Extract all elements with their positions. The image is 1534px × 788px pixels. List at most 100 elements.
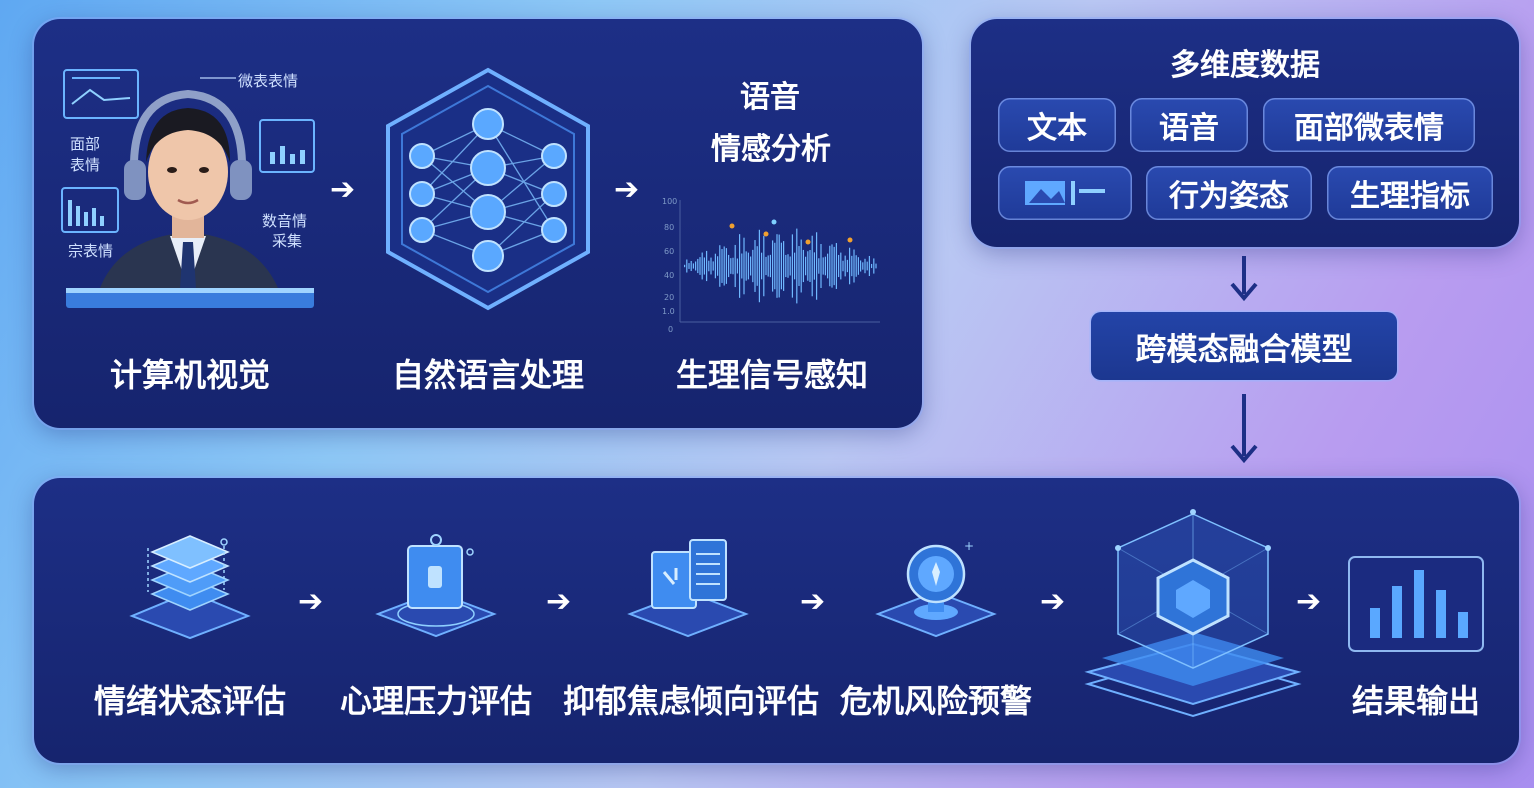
- waveform-bar: [730, 258, 732, 274]
- arrow-right-icon: ➔: [546, 584, 572, 619]
- waveform-bar: [822, 257, 824, 275]
- label-result-output: 结果输出: [1351, 682, 1480, 720]
- tick-40: 40: [664, 271, 674, 280]
- marker-dot: [771, 219, 777, 225]
- waveform-bar: [840, 252, 842, 280]
- alert-beacon-icon: +: [875, 539, 997, 638]
- marker-dot: [763, 231, 769, 237]
- waveform-bar: [765, 256, 767, 276]
- marker-dot: [847, 237, 853, 243]
- waveform-bar: [829, 245, 831, 287]
- waveform-bar: [818, 258, 820, 274]
- arrow-right-icon: ➔: [614, 172, 640, 207]
- waveform-bar: [776, 234, 778, 298]
- waveform-bar: [871, 263, 873, 269]
- waveform-bar: [772, 240, 774, 292]
- waveform-bar: [767, 255, 769, 277]
- waveform-bar: [809, 250, 811, 282]
- arrow-down-icon: [1230, 394, 1258, 464]
- tick-100: 100: [662, 197, 677, 206]
- waveform-bar: [787, 254, 789, 278]
- fusion-model-box: 跨模态融合模型: [1091, 312, 1397, 380]
- annotation-voice-capture: 数音情: [262, 212, 308, 230]
- label-physiological-signal: 生理信号感知: [675, 356, 868, 394]
- waveform-bar: [796, 228, 798, 304]
- waveform-bar: [785, 254, 787, 278]
- waveform-bar: [783, 241, 785, 291]
- waveform-bar: [855, 255, 857, 277]
- label-nlp: 自然语言处理: [391, 356, 584, 394]
- chip-physiological: 生理指标: [1327, 166, 1493, 220]
- tick-1.0: 1.0: [662, 307, 675, 316]
- assessment-panel: [34, 478, 1519, 763]
- speech-title-line1: 语音: [740, 80, 800, 115]
- annotation-capture: 采集: [272, 232, 303, 250]
- waveform-bar: [774, 242, 776, 290]
- arrow-right-icon: ➔: [298, 584, 324, 619]
- waveform-bar: [813, 252, 815, 280]
- marker-dot: [805, 239, 811, 245]
- waveform-bar: [769, 254, 771, 278]
- waveform-bar: [842, 260, 844, 272]
- hexagon-core-icon: [1084, 509, 1302, 718]
- chip-speech: 语音: [1130, 98, 1248, 152]
- waveform-bar: [717, 256, 719, 276]
- waveform-bar: [695, 261, 697, 271]
- waveform-bar: [851, 255, 853, 277]
- document-scan-icon: [375, 534, 497, 638]
- waveform-bar: [763, 235, 765, 297]
- label-crisis-warning: 危机风险预警: [839, 682, 1032, 720]
- waveform-bar: [706, 250, 708, 282]
- waveform-bar: [789, 256, 791, 276]
- waveform-bar: [739, 234, 741, 298]
- label-emotion-state: 情绪状态评估: [93, 682, 286, 720]
- result-bar-chart-icon: [1348, 556, 1484, 652]
- label-depression-anxiety: 抑郁焦虑倾向评估: [562, 682, 819, 720]
- waveform-bar: [697, 258, 699, 274]
- waveform-bar: [747, 252, 749, 280]
- waveform-bar: [780, 242, 782, 290]
- waveform-bar: [756, 246, 758, 286]
- image-icon: [1025, 181, 1105, 205]
- waveform-bar: [725, 248, 727, 284]
- annotation-face: 面部: [70, 135, 101, 153]
- layers-stack-icon: [129, 535, 251, 640]
- waveform-bar: [692, 263, 694, 269]
- waveform-bar: [794, 252, 796, 280]
- waveform-bar: [741, 253, 743, 279]
- waveform-bar: [831, 244, 833, 288]
- waveform-bar: [866, 261, 868, 271]
- arrow-right-icon: ➔: [800, 584, 826, 619]
- waveform-bar: [701, 252, 703, 280]
- chip-image: [998, 166, 1132, 220]
- speech-title-line2: 情感分析: [711, 132, 831, 167]
- waveform-bar: [736, 258, 738, 274]
- waveform-bar: [778, 234, 780, 298]
- waveform-bar: [838, 254, 840, 278]
- waveform-bar: [873, 258, 875, 274]
- waveform-bar: [802, 249, 804, 283]
- tick-60: 60: [664, 247, 674, 256]
- waveform-bar: [800, 239, 802, 293]
- waveform-bar: [690, 260, 692, 272]
- waveform-bar: [824, 256, 826, 276]
- waveform-bar: [805, 256, 807, 276]
- chip-text: 文本: [998, 98, 1116, 152]
- annotation-expression-2: 宗表情: [68, 242, 114, 260]
- chip-posture: 行为姿态: [1146, 166, 1312, 220]
- tick-80: 80: [664, 223, 674, 232]
- waveform-bar: [758, 229, 760, 303]
- arrow-right-icon: ➔: [330, 172, 356, 207]
- waveform-bar: [844, 255, 846, 277]
- waveform-bar: [710, 257, 712, 275]
- waveform-bar: [688, 263, 690, 269]
- waveform-bar: [712, 261, 714, 271]
- annotation-expression: 表情: [70, 156, 101, 174]
- arrow-right-icon: ➔: [1040, 584, 1066, 619]
- waveform-bar: [721, 249, 723, 283]
- waveform-bar: [811, 235, 813, 297]
- waveform-bar: [807, 251, 809, 281]
- waveform-bar: [745, 251, 747, 281]
- waveform-bar: [864, 258, 866, 274]
- waveform-bar: [699, 257, 701, 275]
